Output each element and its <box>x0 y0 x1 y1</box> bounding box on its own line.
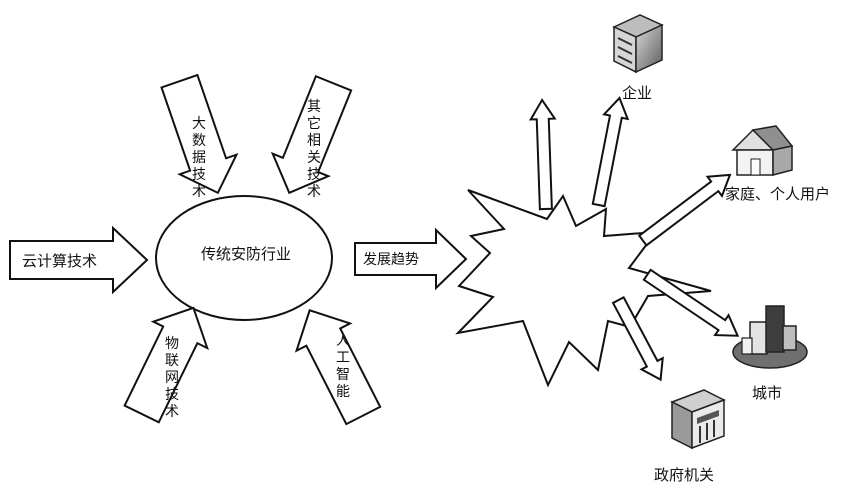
out-arrow-government <box>611 295 664 382</box>
svg-text:工: 工 <box>336 350 350 366</box>
ai-label: 人 工 智 能 <box>336 333 350 400</box>
out-arrow-enterprise <box>591 96 630 208</box>
city-skyline-icon <box>732 305 808 369</box>
svg-text:人: 人 <box>336 333 350 349</box>
ai-arrow <box>294 309 382 426</box>
svg-text:术: 术 <box>307 184 321 200</box>
related-label: 其 它 相 关 技 术 <box>307 99 321 200</box>
svg-text:物: 物 <box>165 336 179 352</box>
svg-text:相: 相 <box>307 133 321 149</box>
center-label: 传统安防行业 <box>201 245 291 263</box>
svg-text:联: 联 <box>165 353 179 369</box>
out-arrow-city <box>642 268 740 337</box>
svg-text:它: 它 <box>307 115 321 132</box>
government-building-icon <box>670 389 726 450</box>
trend-arrow <box>354 227 468 291</box>
bigdata-label: 大 数 据 技 术 <box>192 116 206 200</box>
iot-arrow <box>123 306 209 424</box>
city-label: 城市 <box>752 384 782 402</box>
center-ellipse <box>155 195 333 321</box>
cloud-arrow <box>9 225 149 295</box>
svg-text:大: 大 <box>192 116 206 132</box>
svg-text:网: 网 <box>165 370 179 386</box>
bigdata-arrow <box>160 73 239 195</box>
trend-label: 发展趋势 <box>363 252 419 268</box>
iot-label: 物 联 网 技 术 <box>165 336 179 420</box>
enterprise-label: 企业 <box>622 84 652 102</box>
svg-text:其: 其 <box>307 99 321 115</box>
svg-text:技: 技 <box>192 167 206 183</box>
svg-text:能: 能 <box>336 384 350 400</box>
svg-text:数: 数 <box>192 133 206 149</box>
svg-text:技: 技 <box>307 167 321 183</box>
svg-text:术: 术 <box>192 184 206 200</box>
out-arrow-home <box>637 173 732 247</box>
svg-text:技: 技 <box>165 387 179 403</box>
out-arrow-1 <box>528 98 557 211</box>
svg-text:智: 智 <box>336 367 350 383</box>
enterprise-building-icon <box>612 14 664 74</box>
svg-text:据: 据 <box>192 150 206 166</box>
svg-text:术: 术 <box>165 404 179 420</box>
home-label: 家庭、个人用户 <box>725 185 830 203</box>
home-house-icon <box>731 125 794 176</box>
related-arrow <box>270 74 353 195</box>
government-label: 政府机关 <box>654 466 714 484</box>
svg-text:关: 关 <box>307 150 321 166</box>
cloud-label: 云计算技术 <box>22 252 97 270</box>
